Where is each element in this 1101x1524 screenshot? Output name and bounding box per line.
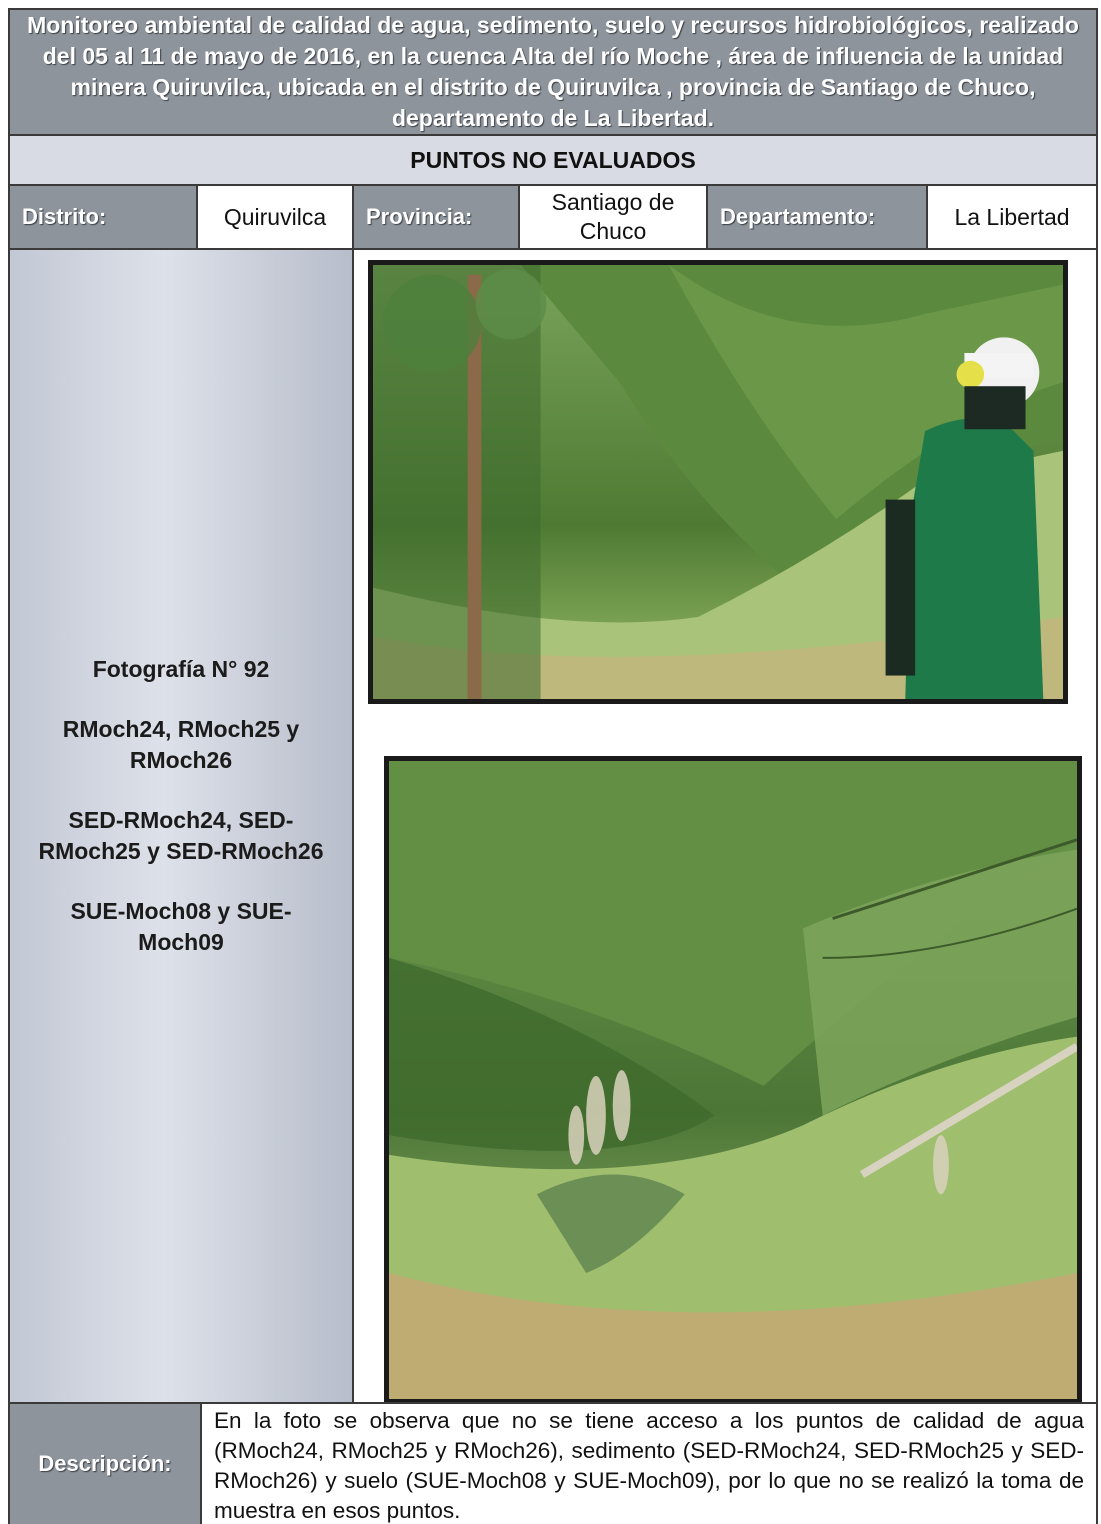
photo-caption-panel: Fotografía N° 92 RMoch24, RMoch25 y RMoc… [10,250,354,1402]
sediment-points: SED-RMoch24, SED-RMoch25 y SED-RMoch26 [38,807,324,864]
soil-points: SUE-Moch08 y SUE-Moch09 [70,898,292,955]
location-row: Distrito: Quiruvilca Provincia: Santiago… [8,184,1098,250]
photos-panel [354,250,1096,1404]
description-label: Descripción: [10,1404,202,1524]
photo-bottom-valley [384,756,1082,1404]
description-text: En la foto se observa que no se tiene ac… [214,1408,1084,1523]
photo-top-valley-with-worker [368,260,1068,704]
department-value: La Libertad [928,186,1096,248]
photo-bottom-image [389,761,1077,1399]
photo-record-sheet: Monitoreo ambiental de calidad de agua, … [8,8,1098,1524]
description-row: Descripción: En la foto se observa que n… [8,1402,1098,1524]
photo-top-image [373,265,1063,699]
document-title: Monitoreo ambiental de calidad de agua, … [8,8,1098,136]
province-value: Santiago de Chuco [520,186,708,248]
province-label: Provincia: [354,186,520,248]
section-subtitle: PUNTOS NO EVALUADOS [8,134,1098,186]
district-label: Distrito: [10,186,198,248]
photo-number: Fotografía N° 92 [92,656,270,682]
photo-section: Fotografía N° 92 RMoch24, RMoch25 y RMoc… [8,248,1098,1404]
department-label: Departamento: [708,186,928,248]
district-value: Quiruvilca [198,186,354,248]
water-points: RMoch24, RMoch25 y RMoch26 [62,716,300,773]
